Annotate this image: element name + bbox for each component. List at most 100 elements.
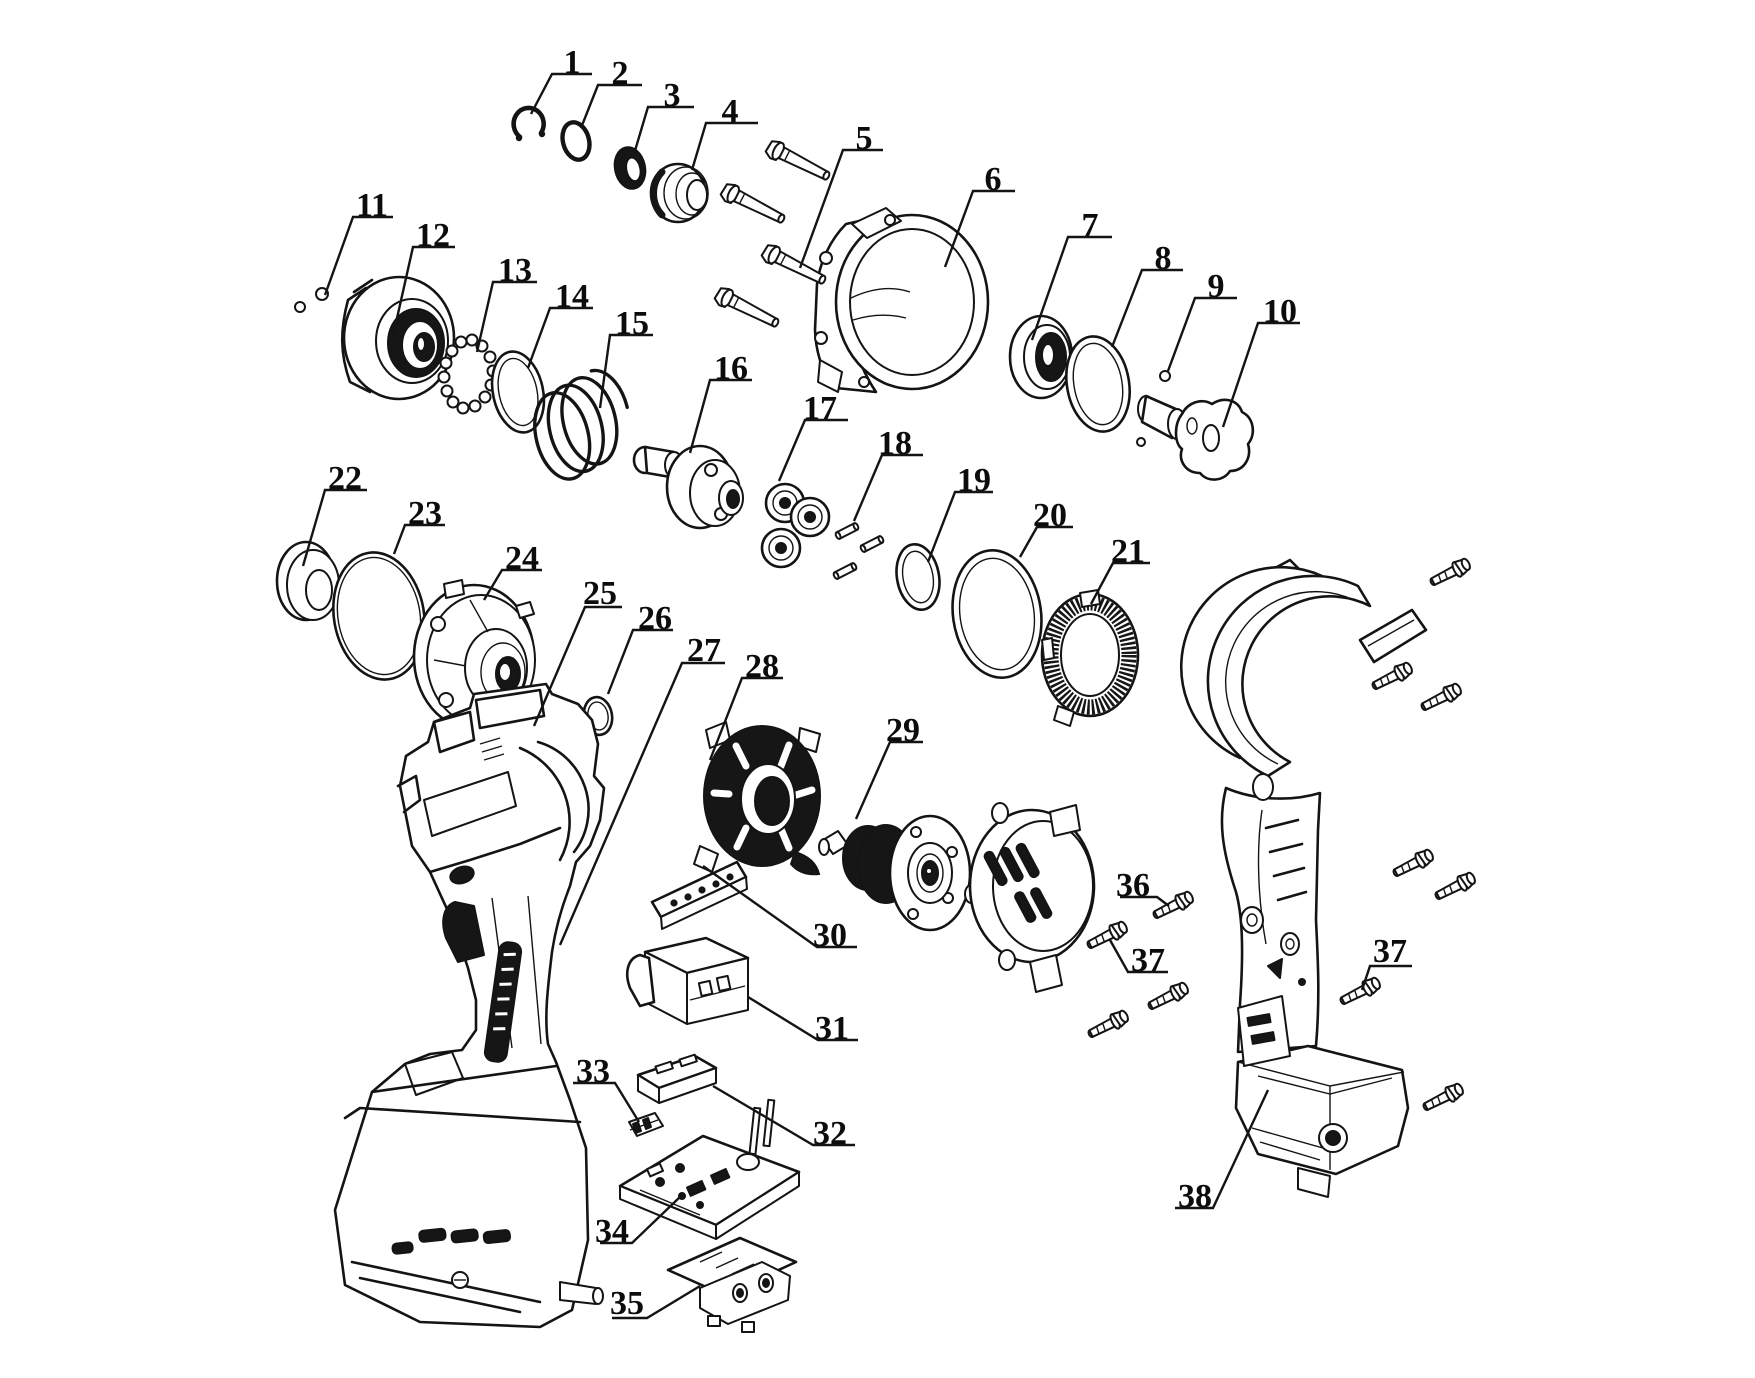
part-12-hammer-case-bearing	[340, 275, 456, 401]
callout-number-38: 38	[1178, 1178, 1212, 1215]
callout-leader-35	[612, 1284, 701, 1320]
part-1-retaining-ring	[511, 105, 546, 142]
callout-number-23: 23	[408, 495, 442, 532]
assembly-bolt	[717, 180, 789, 230]
part-35-terminal-block	[666, 1236, 798, 1333]
callout-leader-13	[475, 280, 537, 353]
callout-leader-1	[529, 72, 592, 115]
callout-number-35: 35	[610, 1285, 644, 1322]
housing-screw	[1144, 979, 1192, 1015]
roll-pin	[858, 534, 886, 554]
part-34-main-pcb	[618, 1098, 801, 1240]
part-15-spring	[533, 368, 629, 481]
callout-leader-20	[1018, 525, 1073, 558]
part-23-large-o-ring	[332, 551, 426, 681]
callout-leader-19	[926, 490, 993, 563]
part-7-bearing-bushing	[1008, 314, 1074, 400]
callout-leader-26	[606, 628, 673, 695]
callout-leader-31	[747, 995, 858, 1042]
callout-number-5: 5	[856, 120, 873, 157]
callout-number-30: 30	[813, 917, 847, 954]
callout-number-29: 29	[886, 712, 920, 749]
callout-number-37: 37	[1131, 942, 1165, 979]
part-29-rotor	[818, 814, 978, 932]
callout-leader-34	[600, 1195, 682, 1245]
callout-leader-37	[1360, 964, 1412, 991]
part-38-right-housing	[1179, 558, 1428, 1198]
housing-screw	[1084, 1007, 1132, 1043]
callout-number-26: 26	[638, 600, 672, 637]
callout-number-10: 10	[1263, 293, 1297, 330]
steel-ball	[1159, 370, 1171, 382]
callout-number-1: 1	[564, 44, 581, 81]
housing-screw	[1417, 680, 1465, 716]
part-27-left-housing	[333, 682, 606, 1329]
housing-screw	[1419, 1080, 1467, 1116]
callout-number-12: 12	[416, 217, 450, 254]
callout-number-27: 27	[687, 632, 721, 669]
callout-leader-14	[526, 306, 593, 369]
callout-number-19: 19	[957, 462, 991, 499]
callout-leader-16	[688, 378, 752, 454]
callout-leader-23	[392, 523, 445, 555]
part-21-ring-gear	[1040, 589, 1140, 727]
callout-number-18: 18	[878, 425, 912, 462]
callout-leader-28	[708, 676, 783, 761]
callout-leader-37	[1108, 939, 1168, 974]
callout-leader-7	[1030, 235, 1112, 341]
part-2-o-ring	[560, 120, 592, 162]
callout-number-3: 3	[664, 77, 681, 114]
callout-number-13: 13	[498, 252, 532, 289]
callout-number-22: 22	[328, 460, 362, 497]
callout-leader-4	[690, 121, 758, 171]
callout-number-32: 32	[813, 1115, 847, 1152]
callout-number-2: 2	[612, 55, 629, 92]
part-20-flat-washer	[951, 549, 1043, 679]
part-31-trigger-switch	[626, 936, 750, 1025]
callout-number-16: 16	[714, 350, 748, 387]
callout-leader-30	[702, 865, 857, 949]
callout-number-15: 15	[615, 305, 649, 342]
callout-leader-38	[1175, 1089, 1270, 1210]
part-3-seal-ring	[613, 146, 647, 190]
callout-number-17: 17	[803, 390, 837, 427]
part-8-o-ring	[1065, 335, 1131, 433]
callout-leader-9	[1166, 296, 1237, 372]
part-28-stator	[693, 721, 821, 876]
callout-leader-36	[1120, 895, 1170, 907]
callout-leader-2	[579, 83, 642, 129]
callout-leader-24	[482, 568, 542, 601]
callout-leader-29	[854, 740, 923, 820]
callout-number-9: 9	[1208, 268, 1225, 305]
assembly-bolt	[711, 284, 783, 334]
callout-number-24: 24	[505, 540, 539, 577]
callout-leader-17	[777, 418, 848, 482]
callout-leader-15	[598, 333, 653, 409]
callout-leader-12	[391, 245, 455, 337]
callout-number-25: 25	[583, 575, 617, 612]
part-32-fr-selector	[636, 1053, 718, 1104]
housing-screw	[1149, 888, 1197, 924]
assembly-bolt	[758, 241, 830, 291]
housing-screw	[1389, 846, 1437, 882]
callout-number-6: 6	[985, 161, 1002, 198]
callout-leader-32	[712, 1084, 855, 1147]
callout-number-7: 7	[1082, 207, 1099, 244]
part-13-ball-cage	[437, 333, 500, 415]
part-6-gear-case	[813, 207, 990, 394]
callout-leader-22	[301, 488, 367, 567]
callout-number-34: 34	[595, 1213, 629, 1250]
callout-number-20: 20	[1033, 497, 1067, 534]
part-16-spindle-carrier	[632, 444, 744, 530]
steel-ball	[294, 301, 306, 313]
callout-number-14: 14	[555, 278, 589, 315]
callout-number-31: 31	[815, 1010, 849, 1047]
housing-screw	[1368, 659, 1416, 695]
callout-leader-3	[632, 105, 694, 155]
part-17-planet-gears	[760, 482, 831, 569]
part-14-washer	[490, 350, 546, 434]
callout-number-36: 36	[1116, 867, 1150, 904]
callout-leader-5	[798, 148, 883, 269]
roll-pin	[831, 561, 859, 581]
